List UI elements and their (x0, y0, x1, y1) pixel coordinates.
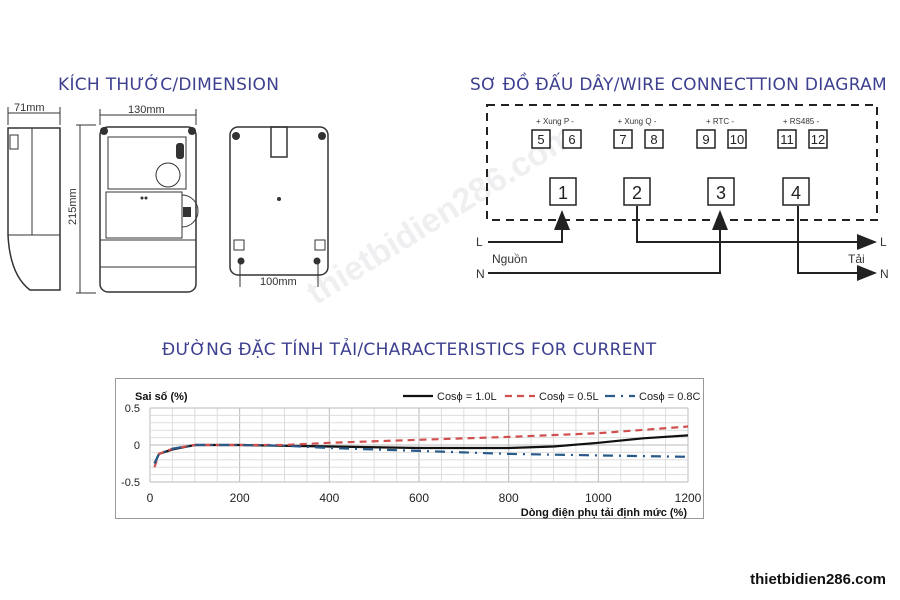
characteristics-title: ĐƯỜNG ĐẶC TÍNH TẢI/CHARACTERISTICS FOR C… (162, 340, 657, 360)
width-label: 130mm (128, 104, 165, 116)
source-N-label: N (476, 267, 485, 281)
x-tick-label: 200 (230, 491, 250, 505)
terminal-group-label: + Xung Q - (618, 117, 657, 126)
terminal-8 (644, 129, 664, 149)
source-L-label: L (476, 235, 483, 249)
y-tick-label: 0.5 (125, 403, 140, 415)
load-label: Tải (848, 252, 865, 266)
x-tick-label: 800 (499, 491, 519, 505)
legend-entry: Cosϕ = 0.5L (539, 391, 599, 403)
main-terminal-4 (782, 177, 810, 206)
source-label: Nguồn (492, 252, 527, 266)
dimension-title: KÍCH THƯỚC/DIMENSION (58, 75, 280, 95)
terminal-number: 6 (568, 132, 575, 147)
y-tick-label: -0.5 (121, 477, 140, 489)
terminal-number: 5 (537, 132, 544, 147)
terminal-11 (777, 129, 797, 149)
terminal-12 (808, 129, 828, 149)
terminal-number: 7 (619, 132, 626, 147)
main-terminal-number: 1 (558, 183, 568, 203)
terminal-number: 12 (811, 132, 825, 147)
terminal-number: 10 (730, 132, 744, 147)
depth-label: 71mm (14, 102, 45, 114)
x-tick-label: 600 (409, 491, 429, 505)
terminal-7 (613, 129, 633, 149)
x-tick-label: 0 (147, 491, 154, 505)
series-line-2 (153, 443, 689, 464)
terminal-6 (562, 129, 582, 149)
x-tick-label: 1000 (585, 491, 612, 505)
dimension-drawing: 71mm 130mm 215mm 100mm (7, 102, 329, 294)
terminal-5 (531, 129, 551, 149)
terminal-9 (696, 129, 716, 149)
main-terminal-1 (549, 177, 577, 206)
wiring-diagram: L N Nguồn Tải L N + Xung P - 5 6 + Xung Q -… (476, 104, 889, 281)
terminal-group-label: + Xung P - (536, 117, 574, 126)
terminal-10 (727, 129, 747, 149)
legend-entry: Cosϕ = 1.0L (437, 391, 497, 403)
terminal-number: 11 (780, 132, 794, 147)
terminal-group-label: + RTC - (706, 117, 734, 126)
brand-label: thietbidien286.com (750, 571, 886, 588)
legend-entry: Cosϕ = 0.8C (639, 391, 701, 403)
x-tick-label: 1200 (675, 491, 702, 505)
y-axis-label: Sai số (%) (135, 391, 188, 403)
mount-label: 100mm (260, 276, 297, 288)
y-tick-label: 0 (134, 440, 140, 452)
x-axis-label: Dòng điện phụ tải định mức (%) (521, 507, 688, 519)
height-label: 215mm (67, 188, 79, 225)
x-tick-label: 400 (319, 491, 339, 505)
wiring-title: SƠ ĐỒ ĐẤU DÂY/WIRE CONNECTTION DIAGRAM (470, 75, 888, 95)
main-terminal-number: 4 (791, 183, 801, 203)
load-characteristic-chart: 0 200 400 600 800 1000 1200 0.5 0 -0.5 Sai số (%)… (115, 378, 704, 519)
main-terminal-number: 2 (632, 183, 642, 203)
main-terminal-number: 3 (716, 183, 726, 203)
meter-boundary (486, 104, 878, 221)
terminal-group-label: + RS485 - (783, 117, 820, 126)
load-N-label: N (880, 267, 889, 281)
terminal-number: 9 (702, 132, 709, 147)
main-terminal-3 (707, 177, 735, 206)
terminal-number: 8 (650, 132, 657, 147)
load-L-label: L (880, 235, 887, 249)
main-terminal-2 (623, 177, 651, 206)
